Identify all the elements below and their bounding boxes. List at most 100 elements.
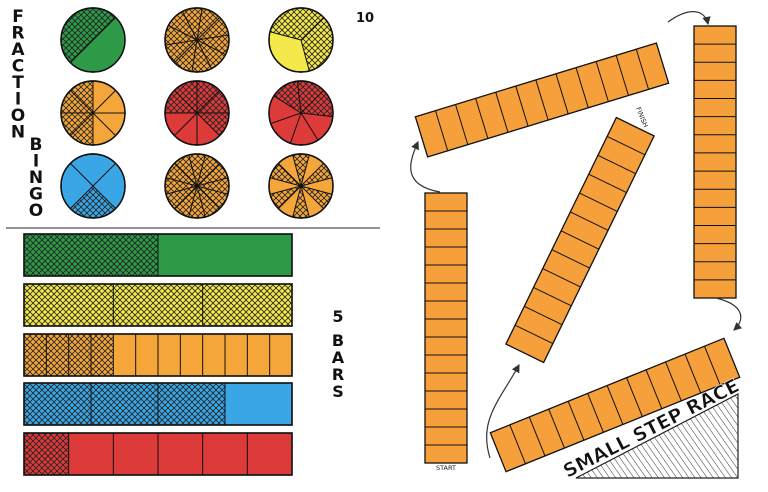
hatched-slice xyxy=(197,81,220,113)
hatched-slice xyxy=(168,11,197,40)
hatched-slice xyxy=(297,81,324,113)
hatched-slice xyxy=(197,177,229,195)
hatched-slice xyxy=(70,113,93,145)
fraction-circle xyxy=(268,80,334,146)
fraction-circle xyxy=(60,80,126,146)
hatched-part xyxy=(46,334,69,376)
bars-letter: B xyxy=(332,331,344,350)
start-strip xyxy=(424,192,468,464)
title-letter: O xyxy=(11,106,25,126)
title-letter: F xyxy=(12,7,24,27)
hatched-slice xyxy=(270,186,301,209)
fraction-circles xyxy=(60,7,334,219)
fraction-circle xyxy=(60,7,126,73)
fraction-bar xyxy=(23,283,293,327)
hatched-slice xyxy=(270,7,324,41)
title-letter: O xyxy=(29,201,43,221)
hatched-slice xyxy=(188,186,206,218)
hatched-part xyxy=(113,284,203,326)
finish-strip xyxy=(505,116,655,364)
hatched-part xyxy=(68,334,91,376)
bars-letter: R xyxy=(332,365,344,384)
hatched-slice xyxy=(166,186,197,209)
finish-label: FINISH xyxy=(634,106,649,129)
hatched-slice xyxy=(292,186,310,218)
start-label: START xyxy=(436,464,456,472)
fraction-circle xyxy=(60,153,126,219)
hatched-slice xyxy=(197,40,226,69)
hatched-slice xyxy=(165,25,197,46)
hatched-slice xyxy=(197,90,229,113)
hatched-slice xyxy=(270,163,301,186)
hatched-part xyxy=(24,234,158,276)
hatched-slice xyxy=(301,186,332,209)
fraction-circle xyxy=(164,153,230,219)
hatched-slice xyxy=(301,163,332,186)
hatched-slice xyxy=(197,155,220,186)
hatched-slice xyxy=(197,163,228,186)
title-letter: T xyxy=(12,73,24,93)
hatched-slice xyxy=(182,8,203,40)
arrow-bottom-to-finish xyxy=(486,363,520,459)
right-strip xyxy=(693,25,737,299)
arrow-right-to-bottom xyxy=(715,297,743,331)
arrow-start-to-top xyxy=(410,140,441,193)
fraction-circle xyxy=(164,7,230,73)
fraction-bar xyxy=(23,382,293,426)
title-letter: C xyxy=(12,57,24,77)
hatched-slice xyxy=(174,40,197,72)
hatched-slice xyxy=(197,113,229,136)
hatched-slice xyxy=(174,155,197,186)
hatched-slice xyxy=(197,8,220,40)
fraction-circle xyxy=(268,7,334,73)
hatched-slice xyxy=(70,81,93,113)
hatched-slice xyxy=(197,17,229,40)
hatched-part xyxy=(24,433,69,475)
top-strip xyxy=(414,42,670,158)
hatched-slice xyxy=(61,90,93,113)
title-letter: R xyxy=(11,24,24,44)
hatched-slice xyxy=(166,163,197,186)
hatched-part xyxy=(158,383,225,425)
hatched-slice xyxy=(197,186,228,209)
title-letter: A xyxy=(11,40,25,60)
fraction-bar xyxy=(23,432,293,476)
bars-letter: S xyxy=(332,382,344,401)
hatched-part xyxy=(24,383,91,425)
hatched-slice xyxy=(292,153,310,186)
hatched-part xyxy=(202,284,292,326)
arrow-top-to-right xyxy=(667,11,711,26)
hatched-slice xyxy=(191,40,212,72)
hatched-part xyxy=(91,334,114,376)
hatched-slice xyxy=(174,81,197,113)
fraction-bar xyxy=(23,333,293,377)
hatched-slice xyxy=(301,17,333,71)
hatched-slice xyxy=(61,113,93,136)
hatched-slice xyxy=(61,7,116,63)
bottom-strip xyxy=(489,337,741,473)
card-number: 10 xyxy=(356,11,374,26)
title-letter: I xyxy=(15,90,21,110)
hatched-slice xyxy=(301,90,333,117)
hatched-slice xyxy=(165,90,197,113)
title-letter: N xyxy=(11,123,25,143)
title-letter: B xyxy=(30,135,43,155)
small-step-race: START FINISH SMALL STEP RACE xyxy=(410,11,743,483)
hatched-part xyxy=(24,284,114,326)
hatched-part xyxy=(91,383,158,425)
hatched-slice xyxy=(70,186,116,218)
hatched-slice xyxy=(174,186,197,217)
hatched-slice xyxy=(197,34,230,55)
race-ramp xyxy=(575,393,739,479)
fraction-circle xyxy=(268,153,334,219)
hatched-slice xyxy=(188,154,206,186)
title-letter: I xyxy=(33,152,39,172)
hatched-slice xyxy=(165,177,197,195)
fraction-bar xyxy=(23,233,293,277)
hatched-slice xyxy=(165,40,197,63)
